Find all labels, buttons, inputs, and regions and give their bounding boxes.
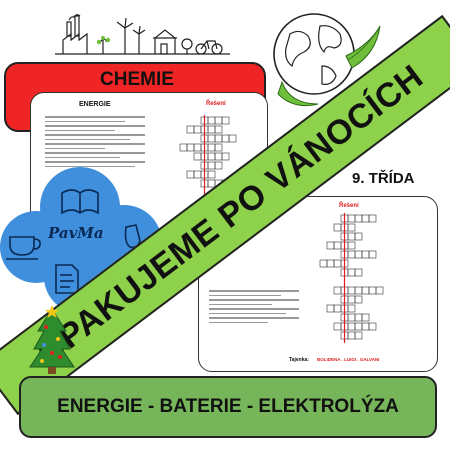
solution-label: Řešení <box>339 203 359 209</box>
christmas-tree-icon <box>29 305 75 374</box>
document-icon <box>55 264 79 294</box>
topics-text: ENERGIE - BATERIE - ELEKTROLÝZA <box>57 396 399 417</box>
tajenka-answer: BOLIDENA . LUIGI . GALVANI <box>317 357 380 362</box>
question-list <box>209 287 299 326</box>
question-list <box>45 113 145 170</box>
pavma-logo-text: PavMa <box>48 224 104 242</box>
solution-label: Řešení <box>206 101 226 107</box>
pavma-logo <box>0 167 162 313</box>
crossword-grid <box>319 213 384 343</box>
chemie-title: CHEMIE <box>100 69 174 90</box>
class-label: 9. TŘÍDA <box>352 170 415 187</box>
tajenka-label: Tajenka: <box>289 357 309 363</box>
eco-city-skyline <box>55 14 230 55</box>
worksheet-title: ENERGIE <box>79 101 111 108</box>
globe-icon <box>273 13 381 107</box>
bicycle-icon <box>195 40 223 55</box>
teacup-icon <box>6 236 41 260</box>
house-icon <box>153 29 177 55</box>
topics-banner: ENERGIE - BATERIE - ELEKTROLÝZA <box>19 376 437 438</box>
wind-turbine-icon <box>116 17 146 54</box>
factory-icon <box>62 14 88 54</box>
book-icon <box>61 189 99 215</box>
